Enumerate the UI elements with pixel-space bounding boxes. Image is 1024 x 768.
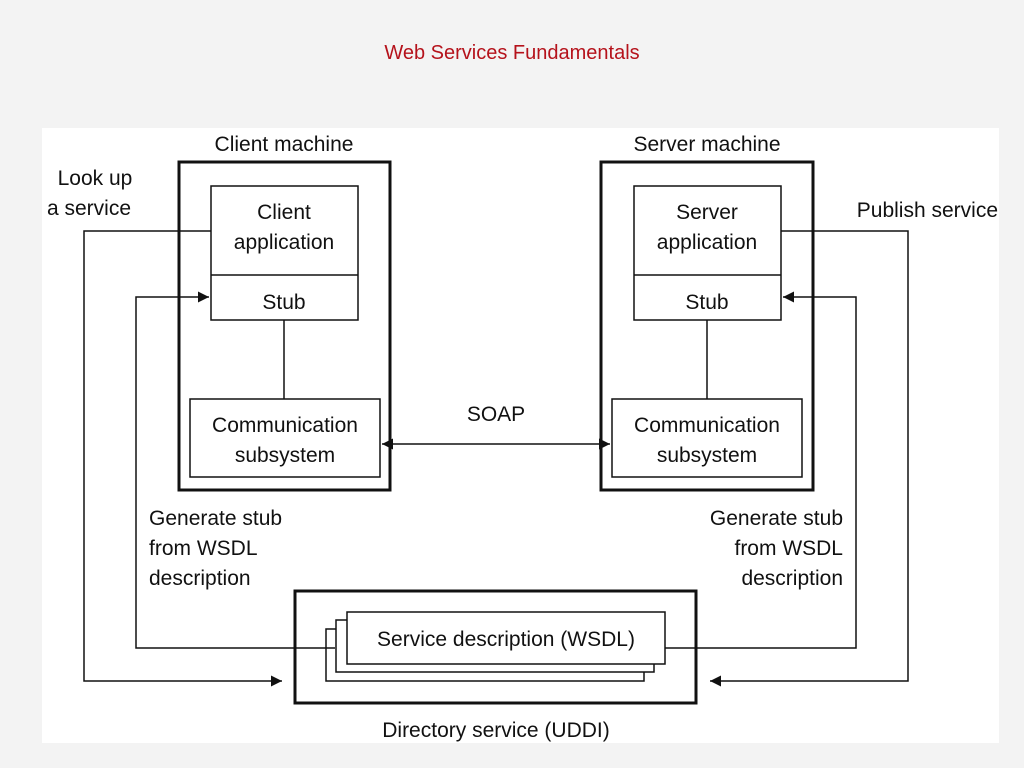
client-machine: Client machine Client application Stub C… <box>177 133 392 492</box>
client-comm-line-2: subsystem <box>235 444 335 467</box>
client-generate-line-3: description <box>149 567 251 590</box>
lookup-note-line-2: a service <box>47 197 131 220</box>
publish-arrow <box>710 230 909 687</box>
server-generate-line-2: from WSDL <box>734 537 843 560</box>
client-comm-box <box>189 398 381 478</box>
publish-note: Publish service <box>857 199 998 222</box>
server-application-line-1: Server <box>676 201 738 224</box>
client-generate-arrow <box>135 291 335 649</box>
client-machine-box <box>177 160 392 492</box>
server-stub-label: Stub <box>685 291 728 314</box>
server-generate-line-1: Generate stub <box>710 507 843 530</box>
client-generate-line-1: Generate stub <box>149 507 282 530</box>
server-generate-arrow <box>665 291 857 649</box>
client-stub-label: Stub <box>262 291 305 314</box>
client-generate-line-2: from WSDL <box>149 537 258 560</box>
server-comm-line-1: Communication <box>634 414 780 437</box>
directory-box <box>293 589 698 705</box>
server-application-box <box>633 185 782 321</box>
client-application-line-2: application <box>234 231 334 254</box>
server-machine: Server machine Server application Stub C… <box>599 133 815 492</box>
wsdl-sheet-front <box>346 611 666 665</box>
client-machine-label: Client machine <box>215 133 354 156</box>
soap-label: SOAP <box>467 403 525 426</box>
lookup-arrow <box>83 230 282 687</box>
server-application-line-2: application <box>657 231 757 254</box>
server-generate-line-3: description <box>741 567 843 590</box>
wsdl-label: Service description (WSDL) <box>377 628 635 651</box>
directory-service: Service description (WSDL) Directory ser… <box>293 589 698 742</box>
slide-title: Web Services Fundamentals <box>384 42 640 64</box>
server-machine-label: Server machine <box>633 133 780 156</box>
server-comm-line-2: subsystem <box>657 444 757 467</box>
server-comm-box <box>611 398 803 478</box>
directory-label: Directory service (UDDI) <box>382 719 610 742</box>
server-machine-box <box>599 160 815 492</box>
client-application-line-1: Client <box>257 201 311 224</box>
client-comm-line-1: Communication <box>212 414 358 437</box>
lookup-note-line-1: Look up <box>58 167 133 190</box>
